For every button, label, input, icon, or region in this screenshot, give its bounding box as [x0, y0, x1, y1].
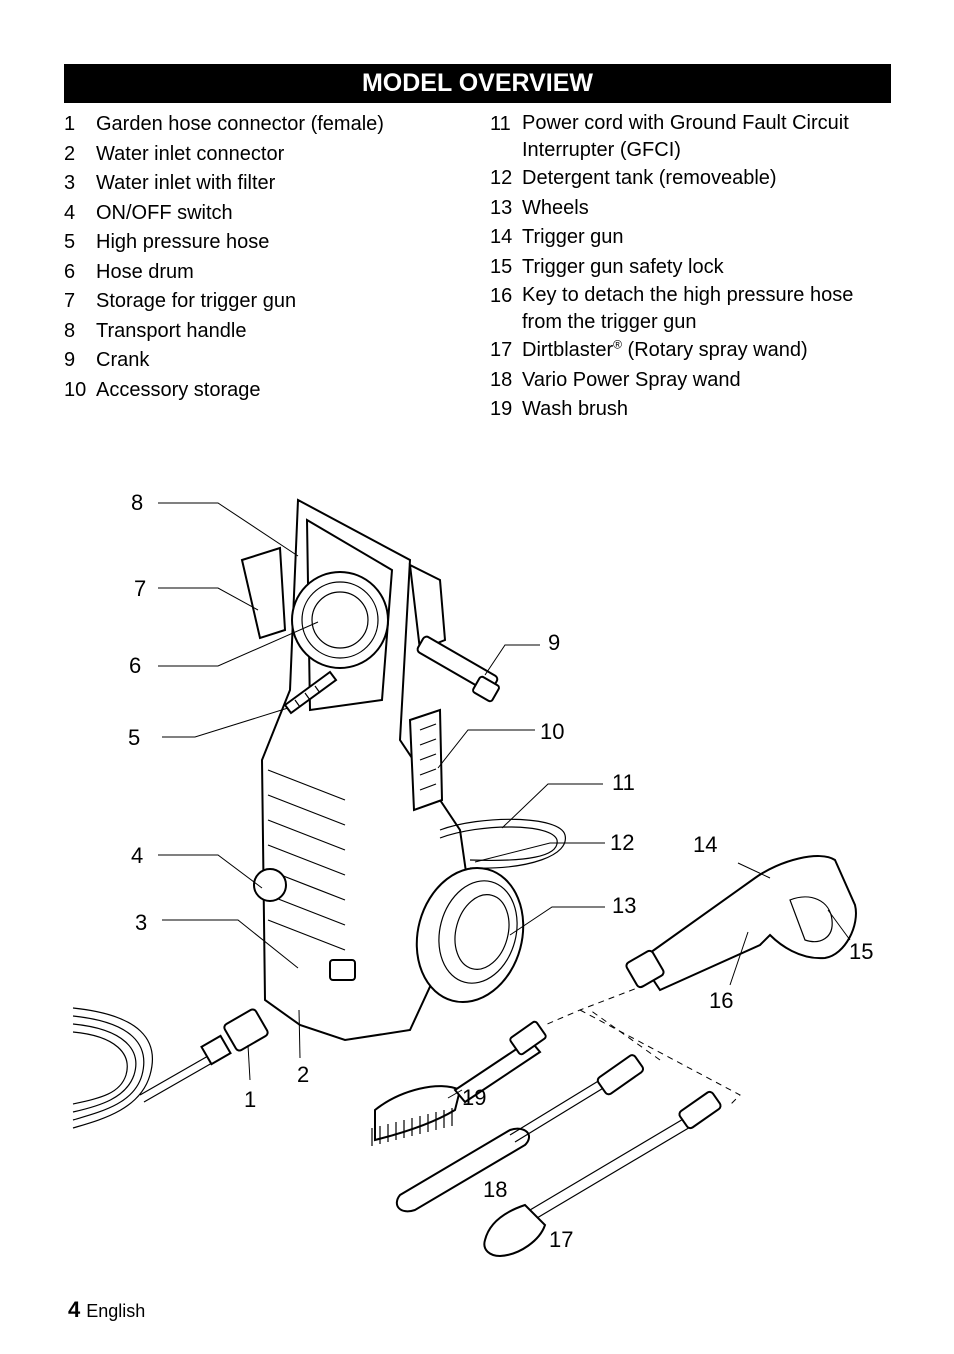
- item-text: ON/OFF switch: [96, 201, 233, 224]
- list-item: 10 Accessory storage: [64, 376, 474, 406]
- item-number: 12: [490, 167, 513, 189]
- item-number: 17: [490, 339, 513, 361]
- callout-6: 6: [129, 653, 141, 678]
- item-text: Wheels: [522, 196, 589, 219]
- item-text: Wash brush: [522, 398, 628, 420]
- item-number: 18: [490, 368, 513, 391]
- list-item: 11 Power cord with Ground Fault Circuit I…: [490, 110, 900, 164]
- list-item: 12 Detergent tank (removeable): [490, 164, 900, 194]
- callout-4: 4: [131, 843, 143, 868]
- callout-17: 17: [549, 1227, 573, 1252]
- item-text: Detergent tank (removeable): [522, 167, 777, 189]
- leader-lines: [158, 502, 851, 1099]
- list-item: 17 Dirtblaster® (Rotary spray wand): [490, 336, 900, 366]
- list-item: 13 Wheels: [490, 194, 900, 224]
- item-number: 13: [490, 196, 513, 219]
- item-number: 9: [64, 349, 76, 371]
- item-text: High pressure hose: [96, 231, 270, 253]
- list-item: 6 Hose drum: [64, 258, 474, 288]
- item-text: Transport handle: [96, 319, 247, 342]
- item-text: Dirtblaster® (Rotary spray wand): [522, 336, 808, 366]
- item-text: Garden hose connector (female): [96, 113, 384, 135]
- callout-16: 16: [709, 988, 733, 1013]
- dirtblaster-illustration: [483, 1090, 722, 1258]
- item-number: 6: [64, 260, 76, 283]
- list-item: 4 ON/OFF switch: [64, 199, 474, 229]
- high-pressure-hose-illustration: [283, 670, 338, 715]
- wheel-illustration: [415, 866, 525, 1004]
- item-number: 7: [64, 290, 76, 312]
- item-number: 2: [64, 142, 76, 165]
- item-text: Water inlet with filter: [96, 172, 276, 194]
- vario-power-wand-illustration: [395, 1054, 645, 1213]
- trigger-gun-illustration: [625, 855, 857, 992]
- item-text-main: Dirtblaster: [522, 339, 614, 361]
- item-text-suffix: (Rotary spray wand): [621, 339, 808, 361]
- footer-language: English: [86, 1301, 146, 1321]
- list-item: 7 Storage for trigger gun: [64, 287, 474, 317]
- callout-7: 7: [134, 576, 146, 601]
- page-number: 4: [68, 1297, 81, 1322]
- list-item: 14 Trigger gun: [490, 223, 900, 253]
- list-item: 16 Key to detach the high pressure hose f…: [490, 282, 900, 336]
- callout-18: 18: [483, 1177, 507, 1202]
- callout-13: 13: [612, 893, 636, 918]
- item-number: 5: [64, 231, 76, 253]
- page-title: MODEL OVERVIEW: [64, 64, 891, 103]
- item-text: Trigger gun safety lock: [522, 255, 724, 278]
- list-item: 5 High pressure hose: [64, 228, 474, 258]
- callout-9: 9: [548, 630, 560, 655]
- parts-list-right: 11 Power cord with Ground Fault Circuit I…: [490, 110, 900, 425]
- item-text: Hose drum: [96, 260, 194, 283]
- item-number: 14: [490, 226, 513, 248]
- callout-15: 15: [849, 939, 873, 964]
- item-text: Vario Power Spray wand: [522, 368, 741, 391]
- callout-11: 11: [612, 770, 635, 795]
- callout-10: 10: [540, 719, 564, 744]
- wash-brush-illustration: [371, 1020, 547, 1146]
- item-number: 15: [490, 255, 513, 278]
- garden-hose-illustration: [72, 1007, 269, 1129]
- list-item: 8 Transport handle: [64, 317, 474, 347]
- list-item: 9 Crank: [64, 346, 474, 376]
- item-number: 10: [64, 378, 87, 401]
- item-text: Key to detach the high pressure hose fro…: [522, 284, 854, 333]
- item-text: Power cord with Ground Fault Circuit Int…: [522, 112, 849, 161]
- connection-lines: [544, 984, 741, 1106]
- list-item: 15 Trigger gun safety lock: [490, 253, 900, 283]
- list-item: 1 Garden hose connector (female): [64, 110, 474, 140]
- callout-2: 2: [297, 1062, 309, 1087]
- item-number: 19: [490, 398, 513, 420]
- item-number: 16: [490, 285, 513, 307]
- item-number: 11: [490, 113, 511, 135]
- item-text: Water inlet connector: [96, 142, 285, 165]
- pressure-washer-diagram: 8 7 6 5 4 3 1 2 9 10 11 12 13 14 15 16 1…: [72, 490, 873, 1258]
- callout-8: 8: [131, 490, 143, 515]
- item-text: Accessory storage: [96, 378, 261, 401]
- list-item: 18 Vario Power Spray wand: [490, 366, 900, 396]
- callout-3: 3: [135, 910, 147, 935]
- list-item: 2 Water inlet connector: [64, 140, 474, 170]
- item-number: 8: [64, 319, 76, 342]
- callout-19: 19: [462, 1085, 486, 1110]
- callout-12: 12: [610, 830, 634, 855]
- list-item: 3 Water inlet with filter: [64, 169, 474, 199]
- callout-1: 1: [244, 1087, 256, 1112]
- washer-body-illustration: [240, 498, 566, 1042]
- item-text: Crank: [96, 349, 150, 371]
- item-text: Storage for trigger gun: [96, 290, 297, 312]
- callout-5: 5: [128, 725, 140, 750]
- item-number: 3: [64, 172, 76, 194]
- item-number: 1: [64, 113, 76, 135]
- callout-14: 14: [693, 832, 717, 857]
- item-text: Trigger gun: [522, 226, 624, 248]
- crank-illustration: [416, 635, 500, 703]
- list-item: 19 Wash brush: [490, 395, 900, 425]
- registered-mark: ®: [613, 337, 622, 352]
- item-number: 4: [64, 201, 76, 224]
